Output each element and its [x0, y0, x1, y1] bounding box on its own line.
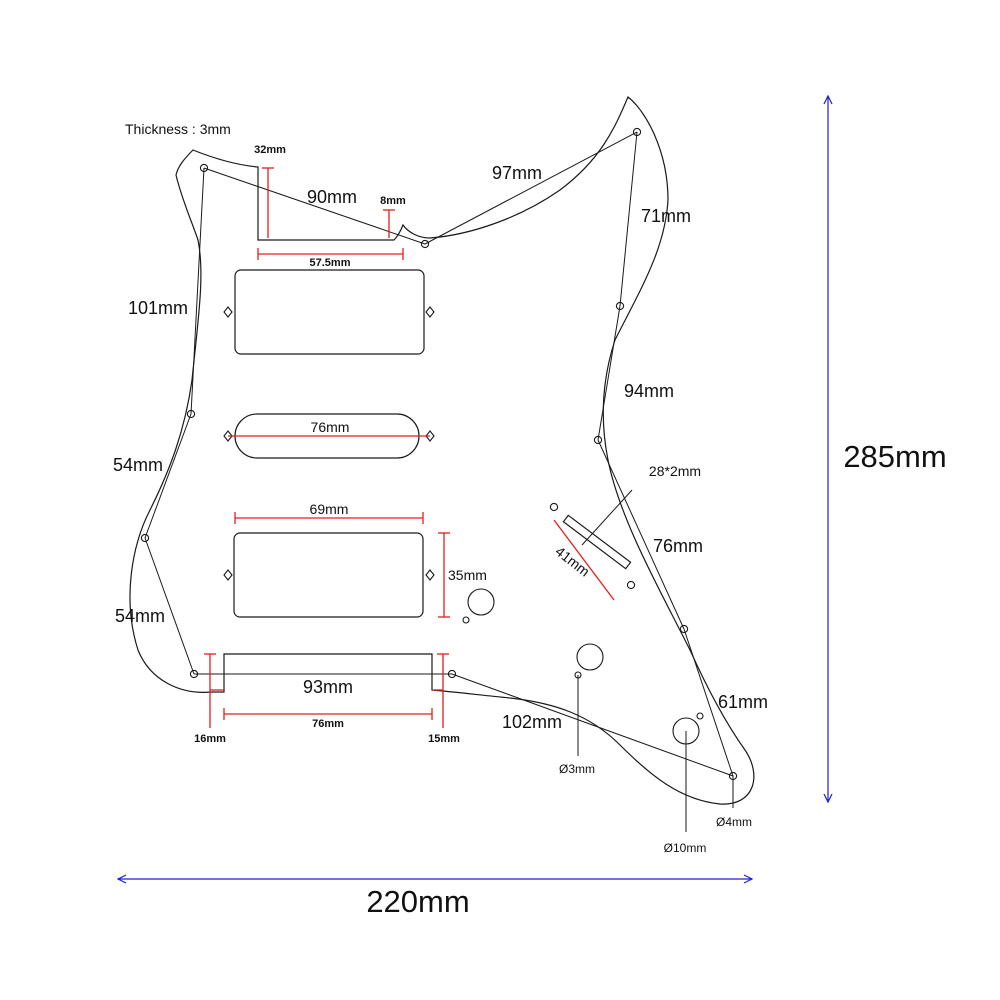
- neck-width-label: 57.5mm: [310, 257, 351, 269]
- bottom-slot-width-label: 76mm: [312, 718, 344, 730]
- humbucker-height-label: 35mm: [448, 567, 487, 583]
- switch-slot: [562, 514, 632, 570]
- screw-hole-diameter-label: Ø4mm: [716, 815, 752, 829]
- edge-label-61: 61mm: [718, 692, 768, 712]
- bridge-humbucker-cutout: [233, 532, 424, 618]
- overall-height-label: 285mm: [843, 439, 946, 474]
- cutout-dimension-lines: [204, 167, 615, 728]
- edge-label-101: 101mm: [128, 298, 188, 318]
- neck-depth-label: 32mm: [254, 144, 286, 156]
- edge-label-76-right: 76mm: [653, 536, 703, 556]
- edge-label-94: 94mm: [624, 381, 674, 401]
- edge-label-90: 90mm: [307, 187, 357, 207]
- left-offset-label: 16mm: [194, 733, 226, 745]
- humbucker-width-label: 69mm: [310, 501, 349, 517]
- neck-humbucker-cutout: [234, 269, 425, 355]
- screw-holes: [140, 127, 738, 781]
- control-hole-2: [576, 643, 604, 671]
- control-hole-1: [467, 588, 495, 616]
- edge-label-71: 71mm: [641, 206, 691, 226]
- edge-label-97: 97mm: [492, 163, 542, 183]
- overall-dimension-lines: [116, 94, 833, 884]
- pickguard-outline: [129, 96, 755, 805]
- neck-step-label: 8mm: [380, 195, 406, 207]
- right-offset-label: 15mm: [428, 733, 460, 745]
- edge-label-102: 102mm: [502, 712, 562, 732]
- edge-dimension-lines: [144, 131, 734, 832]
- single-coil-width-label: 76mm: [311, 419, 350, 435]
- thickness-label: Thickness : 3mm: [125, 121, 231, 137]
- jack-hole-diameter-label: Ø10mm: [664, 841, 707, 855]
- slot-size-label: 28*2mm: [649, 463, 701, 479]
- edge-label-93: 93mm: [303, 677, 353, 697]
- small-hole-diameter-label: Ø3mm: [559, 762, 595, 776]
- overall-width-label: 220mm: [366, 884, 469, 919]
- edge-label-54-upper: 54mm: [113, 455, 163, 475]
- edge-label-54-lower: 54mm: [115, 606, 165, 626]
- slot-length-label: 41mm: [552, 543, 593, 580]
